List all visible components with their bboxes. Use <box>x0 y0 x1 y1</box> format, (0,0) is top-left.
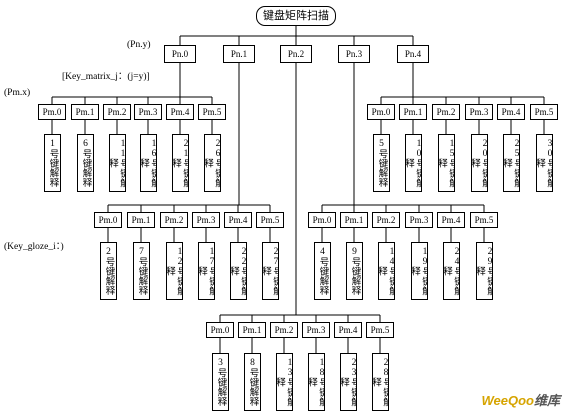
pm-node-2-2: Pm.2 <box>270 322 298 338</box>
pm-node-3-4: Pm.4 <box>437 212 465 228</box>
pm-node-1-0: Pm.0 <box>94 212 122 228</box>
pn-node-3: Pn.3 <box>338 45 370 63</box>
pm-node-3-2: Pm.2 <box>372 212 400 228</box>
pm-node-0-3: Pm.3 <box>134 104 162 120</box>
key-explain-box: 8号键解释 <box>243 353 261 411</box>
label-key-gloze: (Key_gloze_i：) <box>4 242 64 252</box>
pn-node-1: Pn.1 <box>223 45 255 63</box>
pn-node-4: Pn.4 <box>397 45 429 63</box>
key-explain-box: 19号键解释 <box>410 242 428 300</box>
key-explain-box: 11号键解释 <box>108 134 126 192</box>
pn-node-2: Pn.2 <box>280 45 312 63</box>
key-explain-box: 28号键解释 <box>371 353 389 411</box>
pm-node-1-2: Pm.2 <box>160 212 188 228</box>
key-explain-box: 21号键解释 <box>171 134 189 192</box>
pm-node-1-1: Pm.1 <box>127 212 155 228</box>
key-explain-box: 6号键解释 <box>76 134 94 192</box>
watermark-brand: WeeQoo <box>481 393 534 408</box>
label-pm-x: (Pm.x) <box>4 88 31 98</box>
key-explain-box: 30号键解释 <box>535 134 553 192</box>
key-explain-box: 14号键解释 <box>377 242 395 300</box>
pm-node-4-5: Pm.5 <box>530 104 558 120</box>
key-explain-box: 5号键解释 <box>372 134 390 192</box>
pm-node-2-1: Pm.1 <box>238 322 266 338</box>
pm-node-4-0: Pm.0 <box>367 104 395 120</box>
pm-node-2-3: Pm.3 <box>302 322 330 338</box>
pm-node-3-3: Pm.3 <box>405 212 433 228</box>
key-explain-box: 27号键解释 <box>261 242 279 300</box>
key-explain-box: 25号键解释 <box>502 134 520 192</box>
pm-node-4-2: Pm.2 <box>432 104 460 120</box>
pm-node-2-0: Pm.0 <box>206 322 234 338</box>
pm-node-0-0: Pm.0 <box>38 104 66 120</box>
key-explain-box: 7号键解释 <box>132 242 150 300</box>
key-explain-box: 29号键解释 <box>475 242 493 300</box>
key-explain-box: 16号键解释 <box>139 134 157 192</box>
key-explain-box: 26号键解释 <box>203 134 221 192</box>
key-explain-box: 17号键解释 <box>197 242 215 300</box>
key-explain-box: 15号键解释 <box>437 134 455 192</box>
key-explain-box: 4号键解释 <box>313 242 331 300</box>
pm-node-1-4: Pm.4 <box>224 212 252 228</box>
key-explain-box: 18号键解释 <box>307 353 325 411</box>
watermark-cn: 维库 <box>533 393 560 408</box>
pm-node-0-2: Pm.2 <box>103 104 131 120</box>
watermark: WeeQoo维库 <box>481 390 560 409</box>
key-explain-box: 12号键解释 <box>165 242 183 300</box>
pn-node-0: Pn.0 <box>164 45 196 63</box>
key-explain-box: 10号键解释 <box>404 134 422 192</box>
key-explain-box: 22号键解释 <box>229 242 247 300</box>
pm-node-3-5: Pm.5 <box>470 212 498 228</box>
pm-node-0-5: Pm.5 <box>198 104 226 120</box>
key-explain-box: 24号键解释 <box>442 242 460 300</box>
key-explain-box: 20号键解释 <box>470 134 488 192</box>
key-explain-box: 2号键解释 <box>99 242 117 300</box>
key-explain-box: 13号键解释 <box>275 353 293 411</box>
pm-node-2-5: Pm.5 <box>366 322 394 338</box>
key-explain-box: 3号键解释 <box>211 353 229 411</box>
pm-node-3-1: Pm.1 <box>340 212 368 228</box>
pm-node-4-4: Pm.4 <box>497 104 525 120</box>
pm-node-1-5: Pm.5 <box>256 212 284 228</box>
pm-node-1-3: Pm.3 <box>192 212 220 228</box>
pm-node-0-1: Pm.1 <box>71 104 99 120</box>
root-node: 键盘矩阵扫描 <box>256 6 336 26</box>
pm-node-2-4: Pm.4 <box>334 322 362 338</box>
pm-node-3-0: Pm.0 <box>308 212 336 228</box>
pm-node-0-4: Pm.4 <box>166 104 194 120</box>
label-pn-y: (Pn.y) <box>127 40 151 50</box>
label-key-matrix: [Key_matrix_j：(j=y)] <box>62 72 150 82</box>
pm-node-4-1: Pm.1 <box>399 104 427 120</box>
pm-node-4-3: Pm.3 <box>465 104 493 120</box>
key-explain-box: 1号键解释 <box>43 134 61 192</box>
key-explain-box: 23号键解释 <box>339 353 357 411</box>
key-explain-box: 9号键解释 <box>345 242 363 300</box>
